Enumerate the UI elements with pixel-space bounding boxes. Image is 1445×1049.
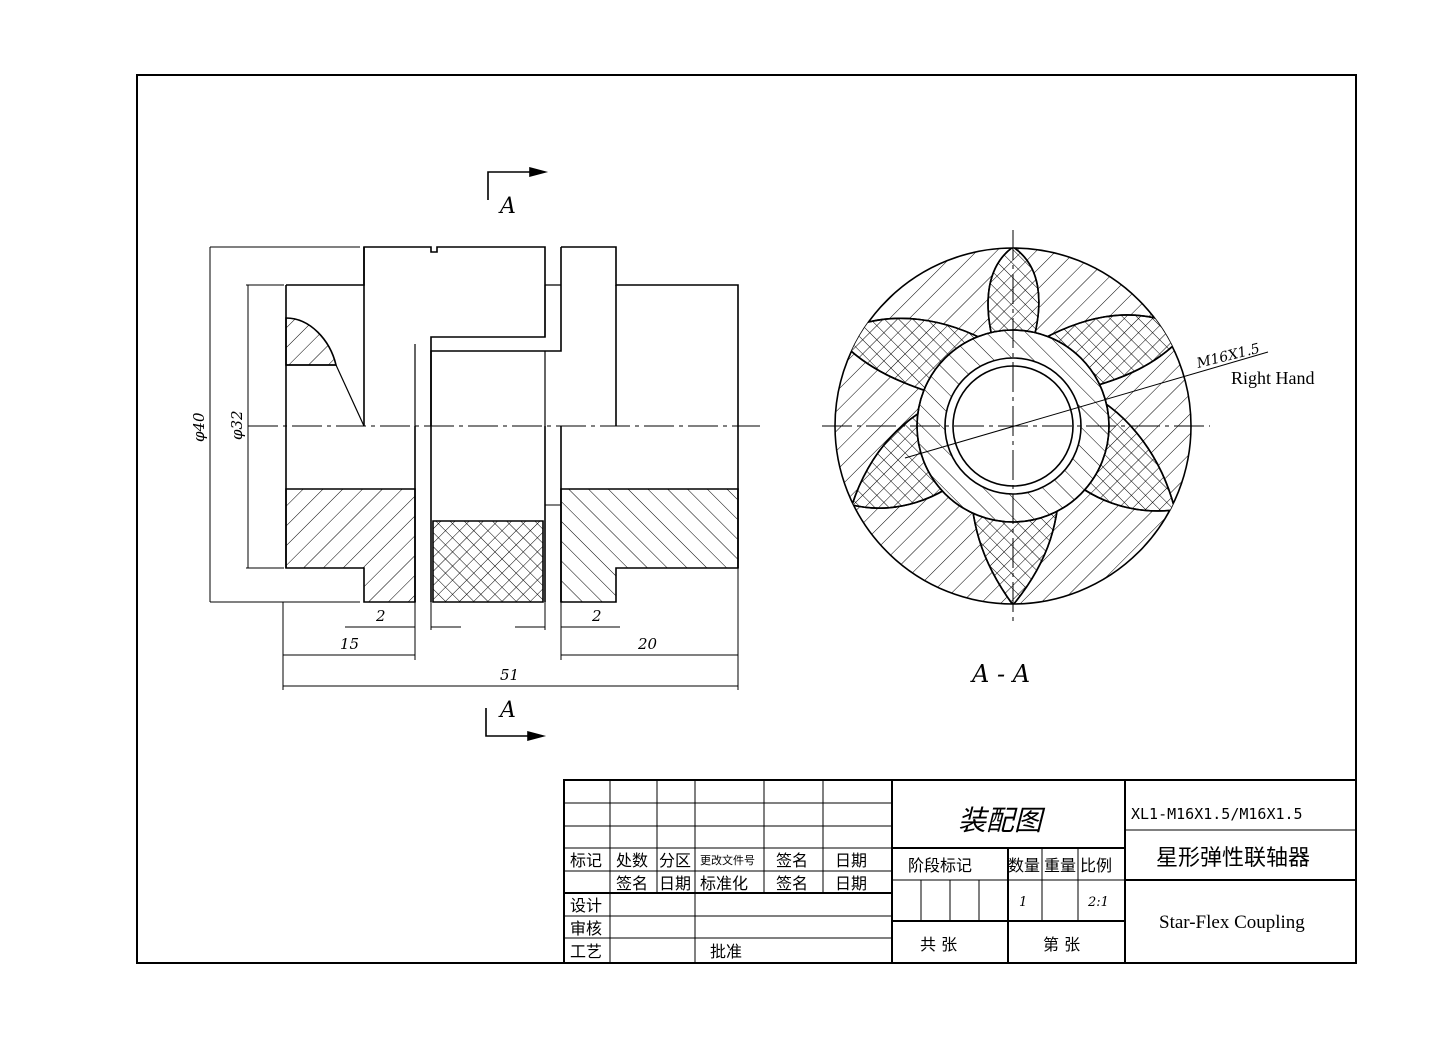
dim-total-length: 51 <box>500 666 519 684</box>
rev-header-docno: 更改文件号 <box>700 853 755 867</box>
thread-leader <box>904 351 1269 459</box>
row2-date: 日期 <box>659 874 691 893</box>
part-name-en: Star-Flex Coupling <box>1159 912 1305 933</box>
left-hub-lower <box>285 488 416 603</box>
total-sheets: 共 张 <box>920 935 957 954</box>
sheet-number: 第 张 <box>1043 935 1080 954</box>
row2-date2: 日期 <box>835 874 867 893</box>
dimension-lines <box>209 246 739 690</box>
rev-header-mark: 标记 <box>570 851 602 870</box>
section-letter-bottom: A <box>498 698 516 723</box>
quantity-value: 1 <box>1019 895 1027 910</box>
dim-gap-right: 2 <box>591 607 602 625</box>
section-arrow-bottom <box>485 708 547 742</box>
dim-inner-diameter: φ32 <box>228 410 246 440</box>
part-name-cn: 星形弹性联轴器 <box>1156 846 1310 871</box>
rev-header-count: 处数 <box>616 851 648 870</box>
role-review: 审核 <box>570 919 602 938</box>
stage-mark-label: 阶段标记 <box>908 856 972 875</box>
dim-gap-left: 2 <box>375 607 386 625</box>
role-design: 设计 <box>570 896 602 915</box>
quantity-label: 数量 <box>1008 856 1040 875</box>
rev-header-zone: 分区 <box>659 851 691 870</box>
right-hub-upper <box>561 246 739 426</box>
section-letter-top: A <box>498 194 516 219</box>
dim-outer-diameter: φ40 <box>190 412 208 442</box>
weight-label: 重量 <box>1044 856 1076 875</box>
scale-label: 比例 <box>1080 856 1112 875</box>
rev-header-sign: 签名 <box>776 851 808 870</box>
dim-hub-right: 20 <box>637 635 658 653</box>
row2-standard: 标准化 <box>700 874 748 893</box>
section-a-a-view <box>822 230 1269 622</box>
drawing-type: 装配图 <box>958 804 1046 837</box>
dim-hub-left: 15 <box>340 635 359 653</box>
row2-sign2: 签名 <box>776 874 808 893</box>
thread-hand: Right Hand <box>1231 368 1315 388</box>
role-process: 工艺 <box>570 942 602 961</box>
role-approve: 批准 <box>710 942 742 961</box>
title-block <box>563 779 1357 964</box>
part-code: XL1-M16X1.5/M16X1.5 <box>1131 805 1303 823</box>
front-section-view <box>209 166 760 742</box>
left-bore-chamfer <box>285 317 338 366</box>
right-hub-lower <box>560 488 739 603</box>
section-title: A - A <box>970 660 1030 688</box>
row2-sign: 签名 <box>616 874 648 893</box>
scale-value: 2:1 <box>1087 895 1109 910</box>
spider-element <box>432 520 544 603</box>
section-arrow-top <box>487 166 549 200</box>
rev-header-date: 日期 <box>835 851 867 870</box>
